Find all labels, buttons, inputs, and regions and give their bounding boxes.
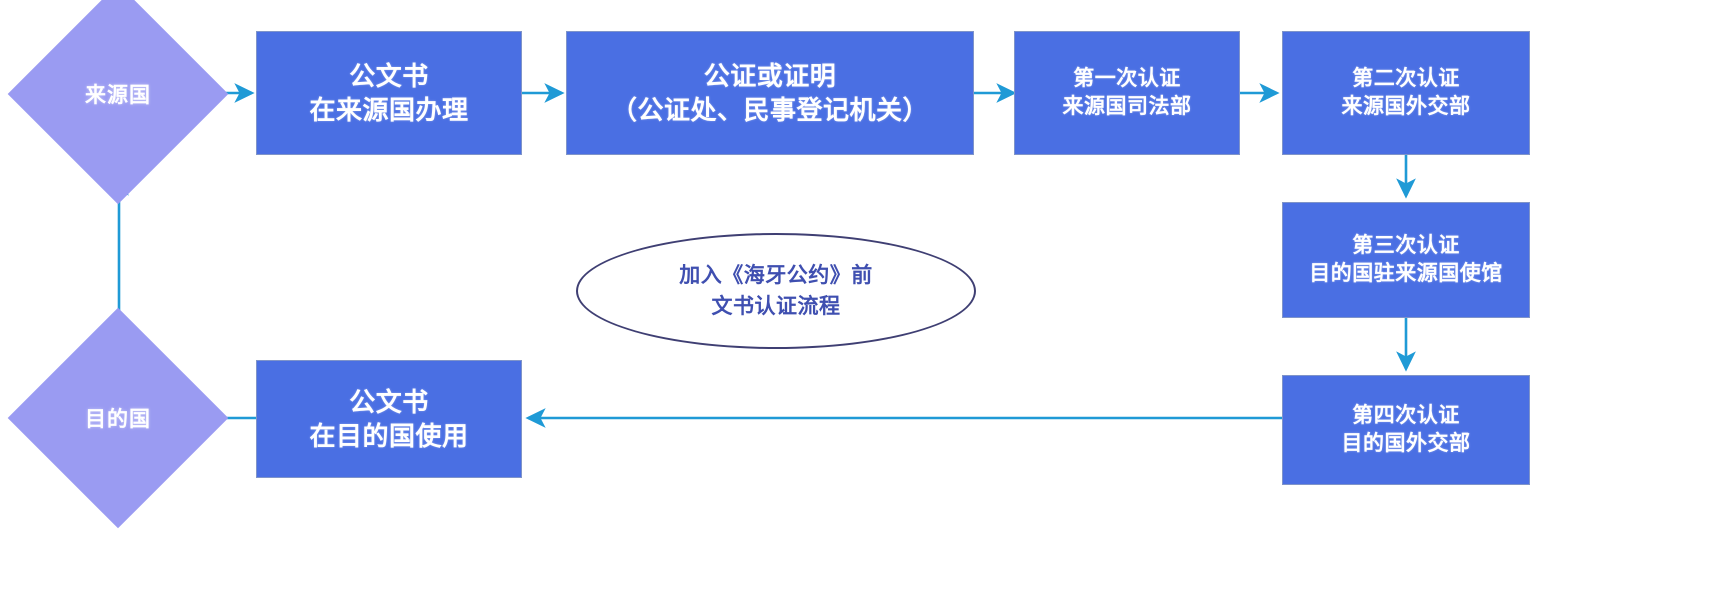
node-origin-country[interactable]: 来源国 bbox=[7, 0, 229, 205]
node-step6-line2: 目的国外交部 bbox=[1341, 432, 1471, 455]
node-step7-line2: 在目的国使用 bbox=[309, 421, 469, 451]
node-step4-line1: 第二次认证 bbox=[1352, 67, 1460, 91]
node-step1[interactable]: 公文书 在来源国办理 bbox=[256, 31, 522, 155]
node-step2-line2: （公证处、民事登记机关） bbox=[610, 95, 929, 125]
node-step2[interactable]: 公证或证明 （公证处、民事登记机关） bbox=[566, 31, 974, 155]
node-step3[interactable]: 第一次认证 来源国司法部 bbox=[1014, 31, 1240, 155]
node-step1-line2: 在来源国办理 bbox=[309, 95, 469, 125]
node-step7-line1: 公文书 bbox=[349, 386, 429, 417]
node-destination-country-label: 目的国 bbox=[85, 408, 151, 431]
node-step5-line1: 第三次认证 bbox=[1352, 234, 1460, 258]
node-step2-line1: 公证或证明 bbox=[703, 60, 837, 91]
center-caption-line1: 加入《海牙公约》前 bbox=[679, 263, 873, 287]
node-step4[interactable]: 第二次认证 来源国外交部 bbox=[1282, 31, 1530, 155]
node-step3-line1: 第一次认证 bbox=[1073, 67, 1181, 91]
center-caption-ellipse: 加入《海牙公约》前 文书认证流程 bbox=[576, 233, 976, 349]
node-origin-country-label: 来源国 bbox=[85, 84, 151, 107]
node-step6-line1: 第四次认证 bbox=[1352, 404, 1460, 428]
center-caption-line2: 文书认证流程 bbox=[711, 295, 841, 318]
node-step5[interactable]: 第三次认证 目的国驻来源国使馆 bbox=[1282, 202, 1530, 318]
node-step7[interactable]: 公文书 在目的国使用 bbox=[256, 360, 522, 478]
node-destination-country[interactable]: 目的国 bbox=[7, 307, 229, 529]
node-step4-line2: 来源国外交部 bbox=[1341, 95, 1471, 118]
node-step6[interactable]: 第四次认证 目的国外交部 bbox=[1282, 375, 1530, 485]
node-step1-line1: 公文书 bbox=[349, 60, 429, 91]
node-step3-line2: 来源国司法部 bbox=[1062, 95, 1192, 118]
node-step5-line2: 目的国驻来源国使馆 bbox=[1309, 262, 1503, 285]
